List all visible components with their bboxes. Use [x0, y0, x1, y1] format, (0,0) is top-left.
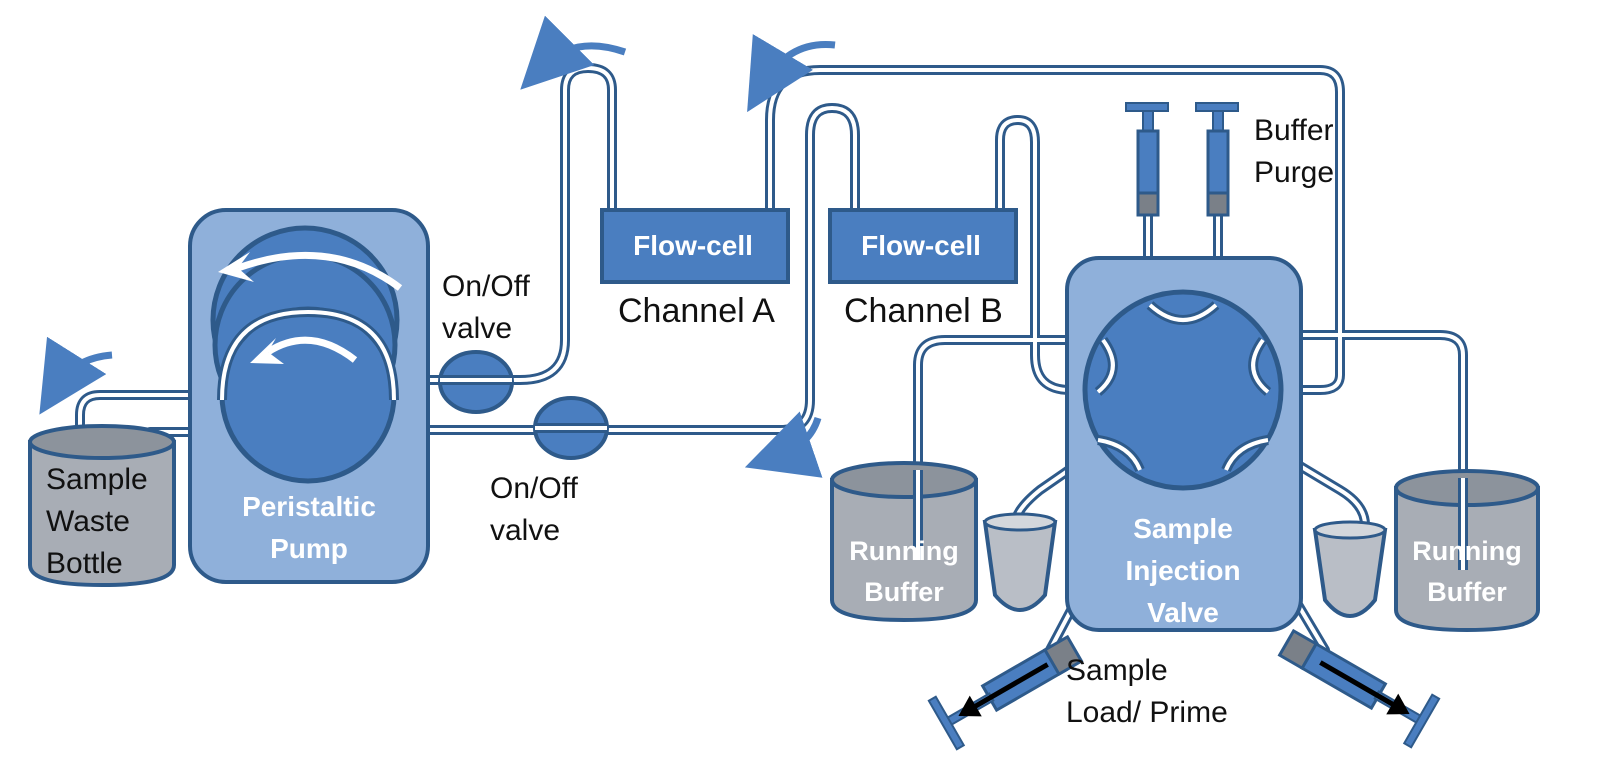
- flow-direction-arrow-icon: [744, 411, 823, 478]
- valve-lower-label-line1: On/Off: [490, 472, 578, 505]
- injection-valve-label-line3: Valve: [1147, 597, 1219, 628]
- pump-label-line2: Pump: [270, 533, 348, 564]
- waste-bottle-label-line3: Bottle: [46, 547, 123, 580]
- flow-direction-arrows: [39, 15, 836, 478]
- running-buffer-left-label-line1: Running: [849, 536, 958, 566]
- flow-cell-channel-a: Flow-cell Channel A: [600, 208, 790, 330]
- valve-upper-label-line2: valve: [442, 312, 512, 345]
- small-cup-left: [982, 512, 1058, 612]
- valve-lower-label-line2: valve: [490, 514, 560, 547]
- on-off-valve-upper: On/Off valve: [438, 270, 530, 414]
- sample-load-syringes: Sample Load/ Prime: [927, 628, 1441, 751]
- valve-upper-label-line1: On/Off: [442, 270, 530, 303]
- pump-label-line1: Peristaltic: [242, 491, 376, 522]
- sample-injection-valve: Sample Injection Valve: [1065, 256, 1303, 632]
- sample-load-label-line1: Sample: [1066, 654, 1168, 687]
- buffer-purge-label-line2: Purge: [1254, 156, 1334, 189]
- syringe-icon: [1277, 628, 1441, 749]
- small-cup-right: [1312, 520, 1388, 618]
- flow-cell-b-box-label: Flow-cell: [861, 230, 981, 261]
- running-buffer-left-label-line2: Buffer: [864, 577, 944, 607]
- channel-b-caption: Channel B: [844, 292, 1003, 330]
- flow-direction-arrow-icon: [39, 336, 113, 415]
- buffer-purge-syringes: Buffer Purge: [1125, 102, 1334, 217]
- sample-load-label-line2: Load/ Prime: [1066, 696, 1228, 729]
- running-buffer-right: Running Buffer: [1394, 469, 1540, 633]
- channel-a-caption: Channel A: [618, 292, 775, 330]
- flow-direction-arrow-icon: [747, 34, 836, 113]
- rotation-arrow-icon: [266, 336, 358, 363]
- on-off-valve-lower: On/Off valve: [490, 396, 609, 547]
- injection-valve-label-line1: Sample: [1133, 513, 1233, 544]
- flow-cell-channel-b: Flow-cell Channel B: [828, 208, 1018, 330]
- running-buffer-right-label-line2: Buffer: [1427, 577, 1507, 607]
- sample-waste-bottle: Sample Waste Bottle: [28, 424, 176, 588]
- peristaltic-pump: Peristaltic Pump: [188, 208, 430, 584]
- rotation-arrow-icon: [236, 251, 403, 291]
- flow-cell-a-box-label: Flow-cell: [633, 230, 753, 261]
- running-buffer-right-label-line1: Running: [1412, 536, 1521, 566]
- syringe-icon: [927, 634, 1084, 751]
- syringe-icon: [1195, 102, 1239, 217]
- syringe-icon: [1125, 102, 1169, 217]
- waste-bottle-label-line2: Waste: [46, 505, 130, 538]
- running-buffer-left: Running Buffer: [830, 461, 978, 623]
- waste-bottle-label-line1: Sample: [46, 463, 148, 496]
- flow-direction-arrow-icon: [520, 15, 627, 90]
- injection-valve-label-line2: Injection: [1125, 555, 1240, 586]
- buffer-purge-label-line1: Buffer: [1254, 114, 1334, 147]
